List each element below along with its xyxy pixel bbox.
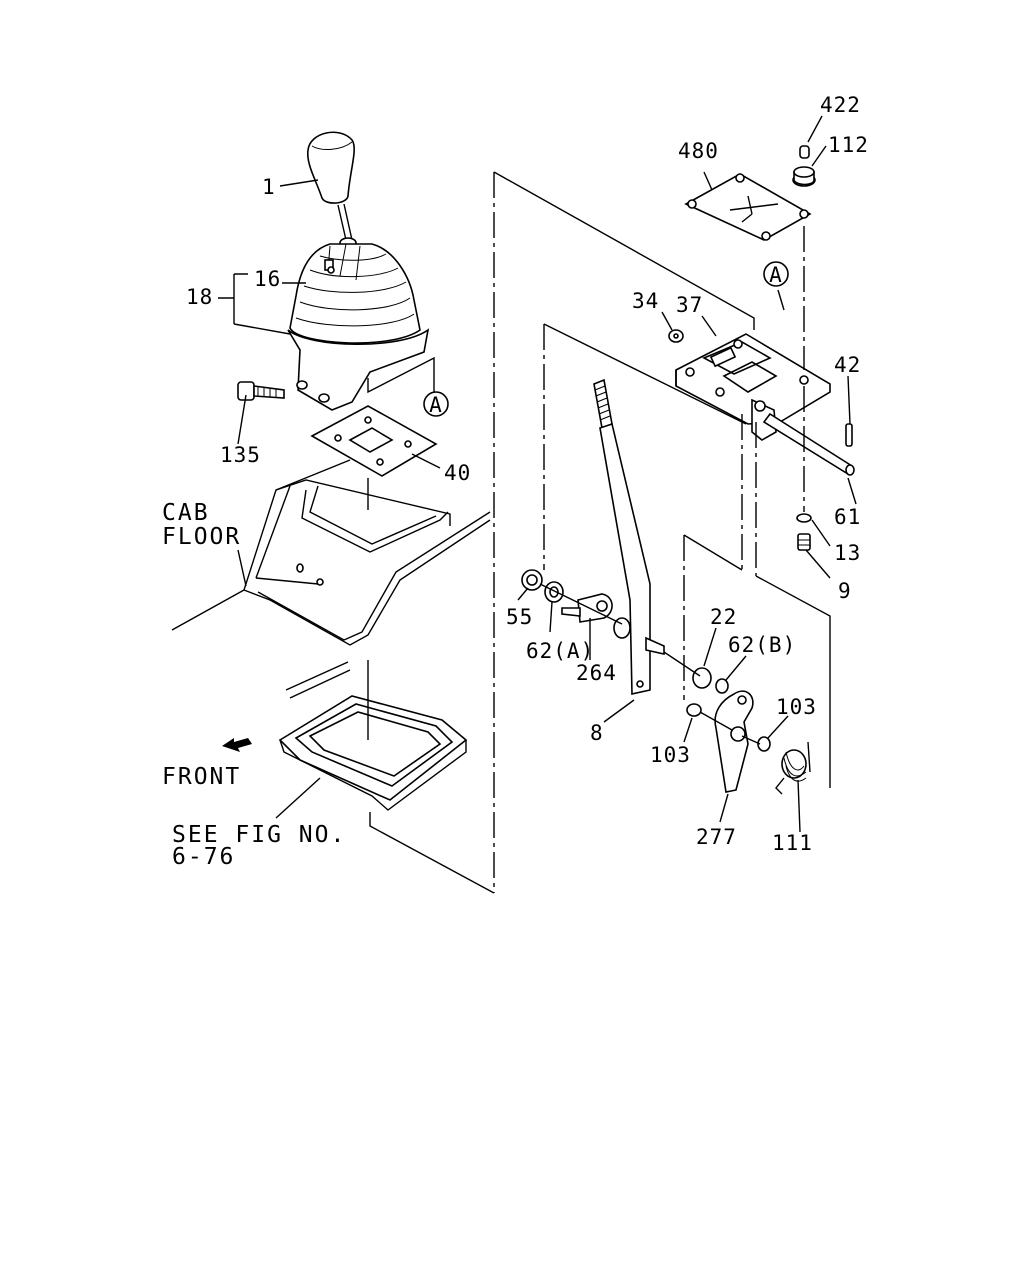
svg-text:A: A — [769, 263, 783, 287]
label-135: 135 — [220, 443, 261, 467]
bushing-103-right — [757, 736, 771, 752]
label-112: 112 — [828, 133, 869, 157]
leaders-right — [517, 115, 857, 833]
grommet-112 — [792, 166, 816, 187]
washer-55 — [521, 569, 543, 591]
dash-frame — [369, 171, 755, 894]
label-1: 1 — [262, 175, 276, 199]
note-see-fig: SEE FIG NO. — [172, 822, 346, 848]
front-arrow-icon — [222, 738, 252, 752]
label-111: 111 — [772, 831, 813, 855]
label-264: 264 — [576, 661, 617, 685]
callout-a-left-bracket — [367, 356, 435, 394]
bolt-9 — [797, 533, 811, 551]
note-floor: FLOOR — [162, 524, 241, 550]
label-62a: 62(A) — [526, 639, 594, 663]
label-55: 55 — [506, 605, 533, 629]
label-103-right: 103 — [776, 695, 817, 719]
shift-lever — [337, 203, 357, 249]
select-lever-8 — [593, 378, 665, 695]
label-22: 22 — [710, 605, 737, 629]
label-9: 9 — [838, 579, 852, 603]
bushing-62b — [715, 678, 729, 694]
label-8: 8 — [590, 721, 604, 745]
label-18: 18 — [186, 285, 213, 309]
callout-a-right: A — [763, 261, 789, 287]
shaft-61 — [762, 412, 855, 476]
label-40: 40 — [444, 461, 471, 485]
label-16: 16 — [254, 267, 281, 291]
svg-text:A: A — [429, 393, 443, 417]
bushing-62a — [544, 581, 564, 603]
pin-42 — [845, 423, 853, 447]
bolt-135 — [237, 381, 285, 401]
nut-34 — [668, 329, 684, 343]
bushing-103-left — [686, 703, 702, 717]
connector-frames — [543, 323, 831, 788]
nut-422 — [799, 145, 810, 159]
label-480: 480 — [678, 139, 719, 163]
cover-plate — [684, 173, 812, 241]
label-42: 42 — [834, 353, 861, 377]
bracket-housing — [675, 333, 831, 441]
cab-floor — [171, 459, 491, 699]
label-422: 422 — [820, 93, 861, 117]
assembly-axis — [539, 583, 761, 745]
shift-knob — [306, 131, 355, 204]
note-front: FRONT — [162, 764, 241, 790]
washer-13 — [796, 513, 812, 523]
label-34: 34 — [632, 289, 659, 313]
axis-lines-right — [543, 226, 805, 700]
bushing-22 — [692, 667, 712, 689]
label-277: 277 — [696, 825, 737, 849]
label-37: 37 — [676, 293, 703, 317]
spring-111 — [775, 741, 811, 795]
label-61: 61 — [834, 505, 861, 529]
shift-boot — [287, 243, 430, 411]
note-fig-no: 6-76 — [172, 844, 235, 870]
callout-a-left: A — [423, 391, 449, 417]
leaders-left — [218, 179, 441, 819]
gasket-plate — [310, 405, 438, 477]
note-cab: CAB — [162, 500, 210, 526]
lever-277 — [714, 690, 754, 793]
label-103-left: 103 — [650, 743, 691, 767]
label-13: 13 — [834, 541, 861, 565]
floor-plate — [278, 695, 468, 811]
label-62b: 62(B) — [728, 633, 796, 657]
